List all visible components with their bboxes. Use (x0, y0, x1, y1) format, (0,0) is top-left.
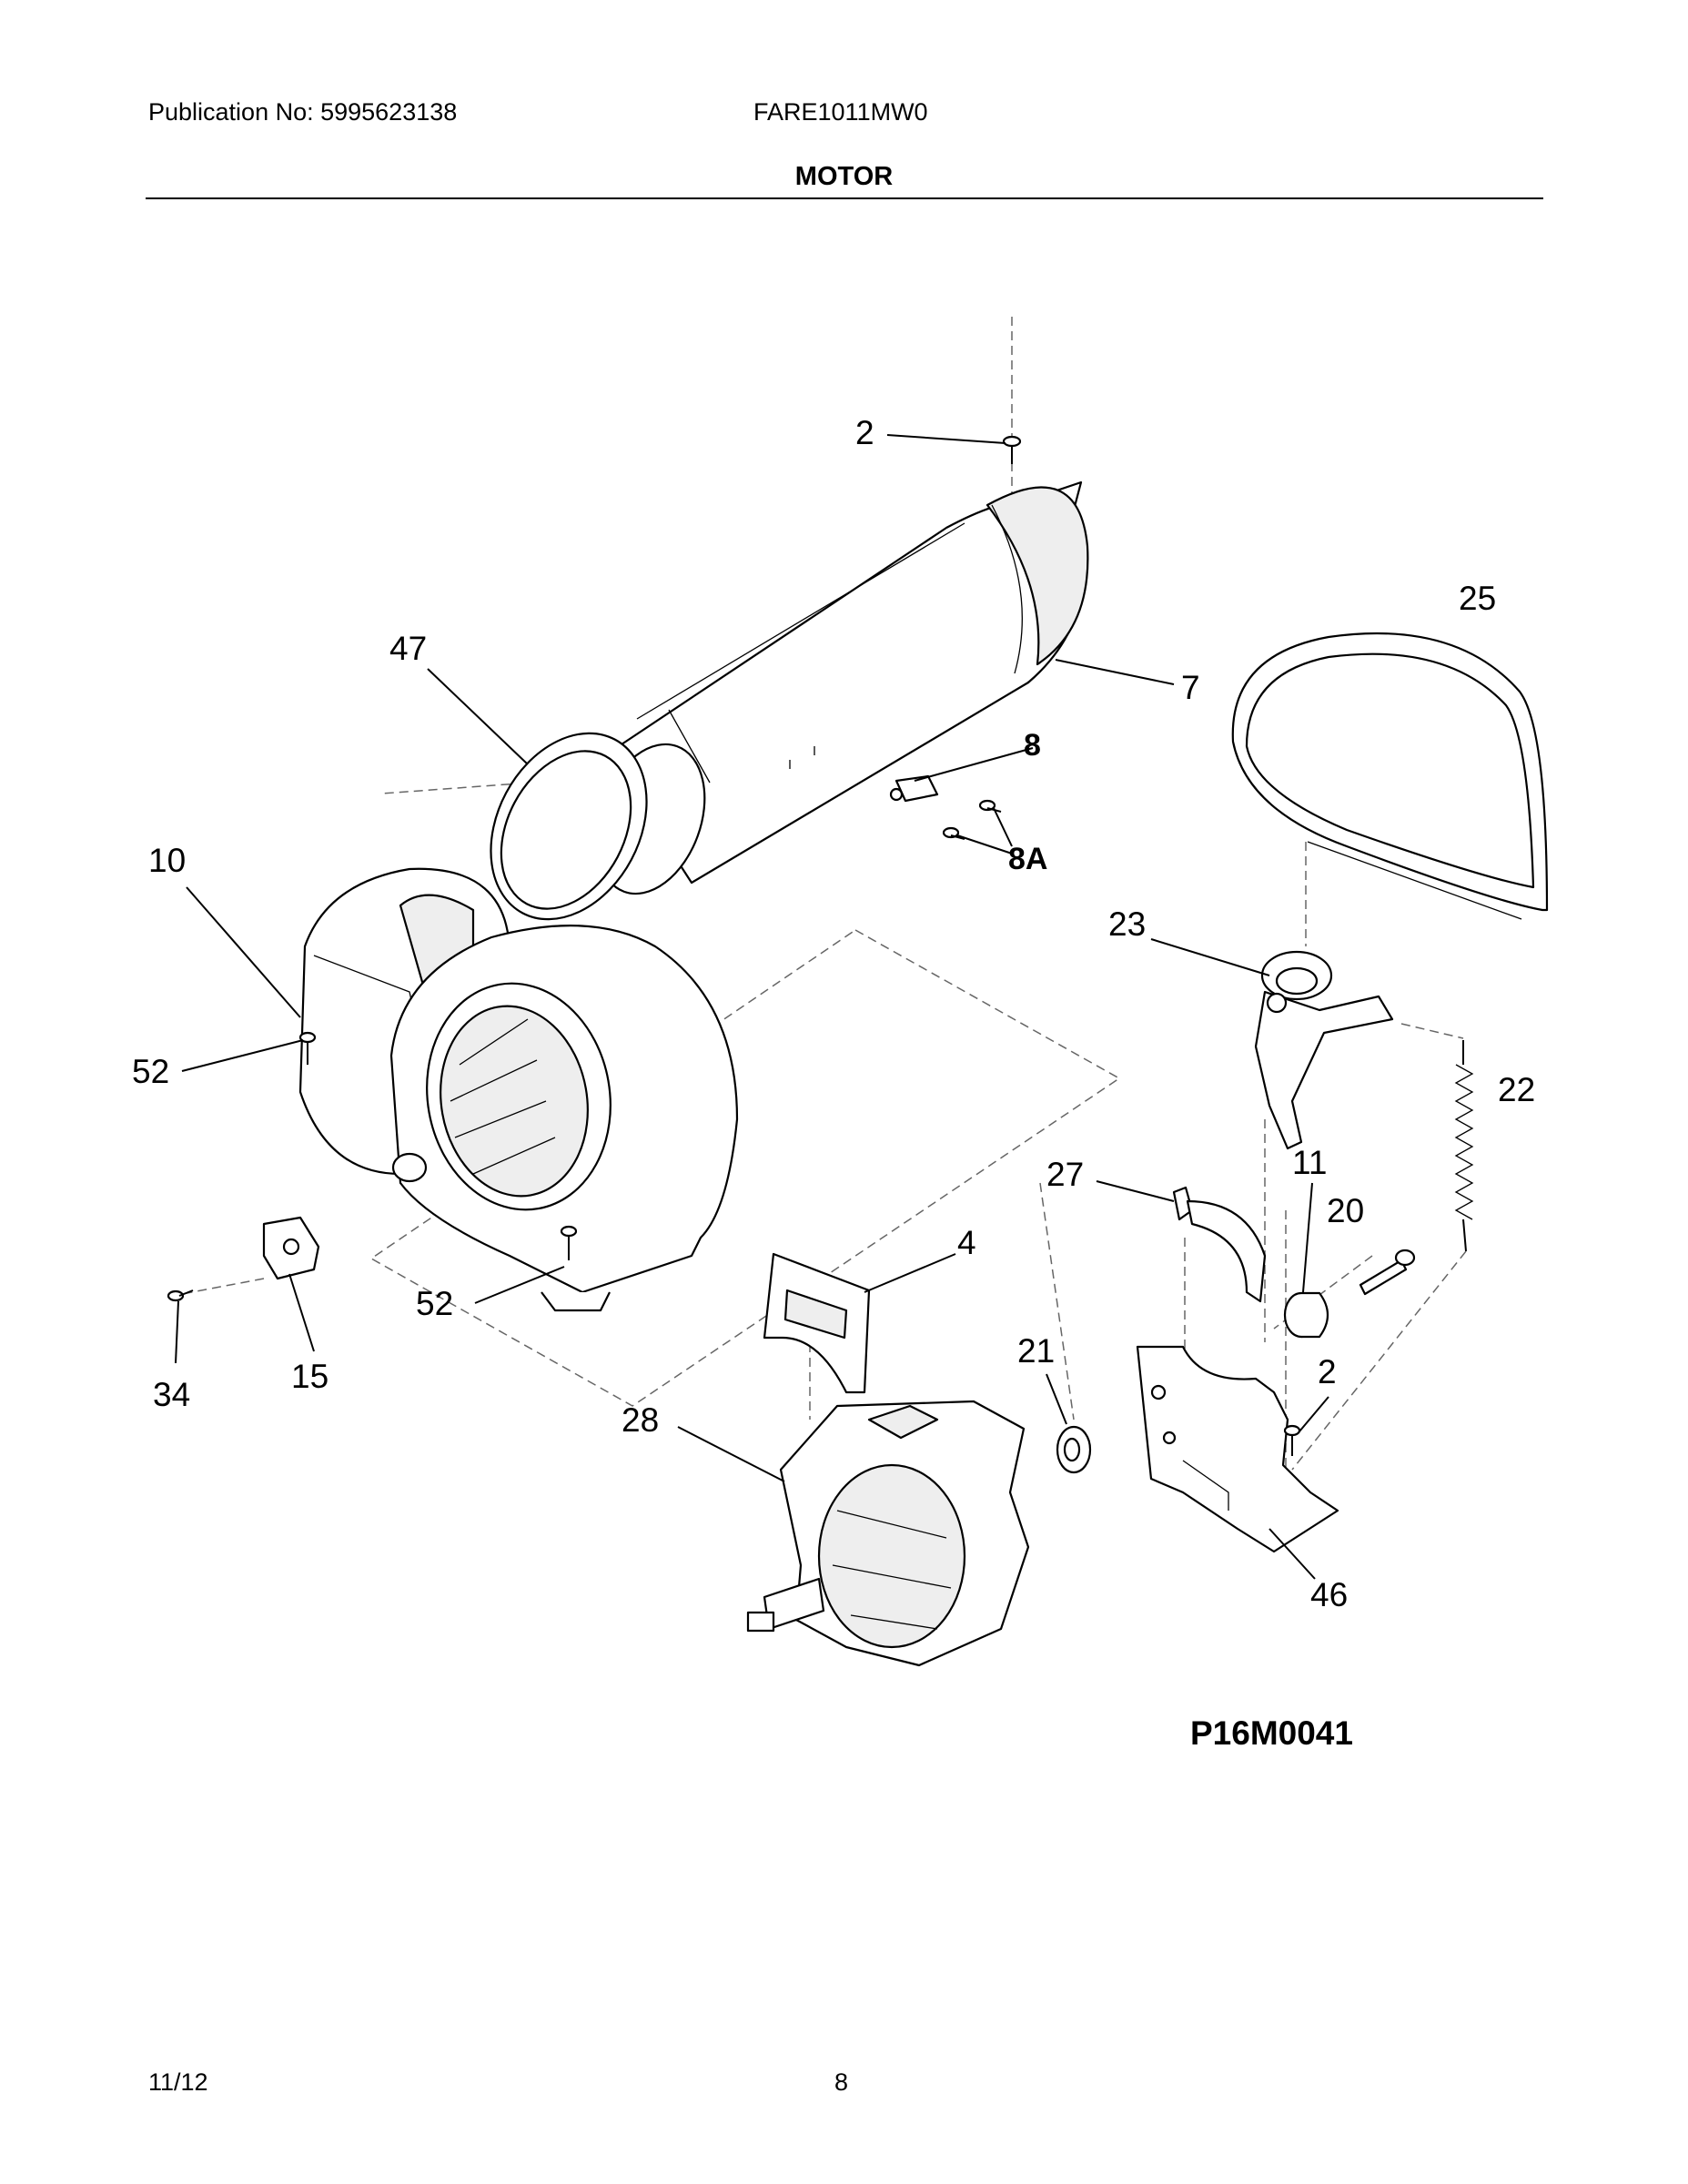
alignment-line (1400, 1023, 1464, 1039)
part-52-screw-left (298, 1031, 317, 1065)
publication-number: Publication No: 5995623138 (148, 98, 458, 126)
callout-27: 27 (1046, 1156, 1084, 1193)
alignment-line (181, 1278, 265, 1295)
callout-7: 7 (1181, 669, 1200, 706)
alignment-line (1039, 1182, 1075, 1421)
leader-lines (175, 434, 1329, 1580)
part-28-motor (746, 1400, 1030, 1667)
part-25-drive-belt (1231, 632, 1549, 920)
part-4-mount (763, 1252, 871, 1394)
callout-34: 34 (153, 1376, 190, 1413)
part-46-motor-bracket (1136, 1345, 1339, 1553)
callout-10: 10 (148, 842, 186, 879)
part-2-screw-top (1002, 435, 1022, 464)
callout-20: 20 (1327, 1192, 1364, 1229)
part-8a-screws (942, 799, 1002, 840)
part-11-spacer (1283, 1291, 1329, 1339)
callout-11: 11 (1292, 1144, 1327, 1181)
part-52-screw-bottom (560, 1225, 578, 1260)
callout-23: 23 (1108, 905, 1146, 943)
callout-21: 21 (1017, 1332, 1055, 1370)
blower-housing-front (389, 925, 739, 1312)
callout-8: 8 (1024, 728, 1041, 763)
part-47-ring-seal (490, 732, 648, 921)
part-23-idler-arm (1254, 950, 1394, 1150)
callout-8a: 8A (1008, 842, 1047, 876)
callout-47: 47 (389, 630, 427, 667)
callout-2-top: 2 (855, 414, 874, 451)
section-title: MOTOR (794, 162, 894, 191)
callout-25: 25 (1459, 580, 1496, 617)
part-8-thermostat (889, 774, 939, 803)
model-number: FARE1011MW0 (753, 98, 928, 126)
callout-2-bracket: 2 (1318, 1353, 1337, 1390)
part-15-switch (262, 1216, 320, 1280)
callout-22: 22 (1498, 1071, 1535, 1108)
part-7-drum-duct (595, 480, 1089, 895)
part-2-screw-bracket (1283, 1424, 1301, 1456)
part-21-pulley (1056, 1425, 1092, 1474)
callout-52-bottom: 52 (416, 1285, 453, 1322)
part-22-spring (1454, 1040, 1474, 1252)
callout-46: 46 (1310, 1576, 1348, 1613)
header-divider (146, 197, 1543, 199)
part-34-screw (167, 1289, 194, 1302)
figure-code: P16M0041 (1190, 1714, 1353, 1752)
callout-4: 4 (957, 1224, 976, 1261)
alignment-line (1291, 1250, 1467, 1471)
footer-date: 11/12 (148, 2068, 208, 2096)
part-27-clip (1172, 1186, 1267, 1303)
page-number: 8 (834, 2068, 849, 2096)
part-20-bolt (1359, 1249, 1416, 1296)
callout-52-left: 52 (132, 1053, 169, 1090)
callout-28: 28 (622, 1401, 659, 1439)
callout-15: 15 (291, 1358, 329, 1395)
